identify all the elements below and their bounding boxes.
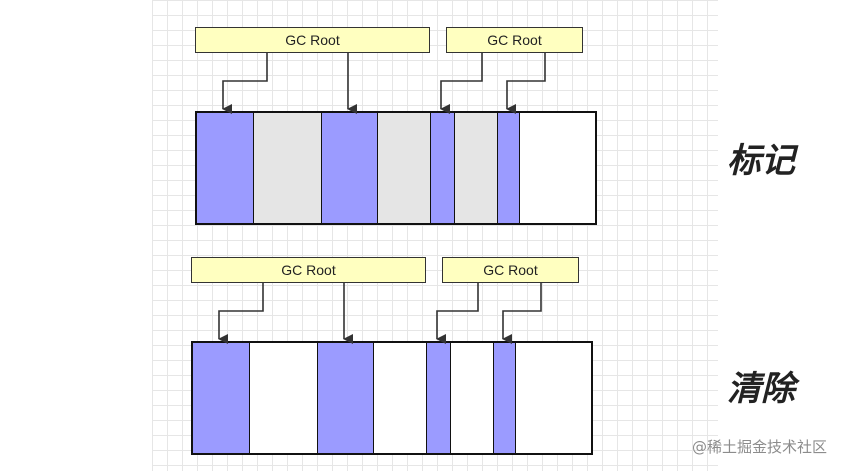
heap-cell-free: [520, 113, 595, 223]
heap-cell-live: [322, 113, 378, 223]
gc-root-label: GC Root: [281, 262, 336, 278]
heap-memory-bar: [191, 341, 593, 455]
heap-cell-free: [250, 343, 318, 453]
heap-cell-free: [451, 343, 494, 453]
gc-root-label: GC Root: [483, 262, 538, 278]
heap-memory-bar: [195, 111, 597, 225]
heap-cell-dead: [254, 113, 322, 223]
heap-cell-live: [427, 343, 451, 453]
stage-label: 清除: [727, 369, 795, 409]
gc-root-box: GC Root: [195, 27, 430, 53]
gc-root-label: GC Root: [487, 32, 542, 48]
heap-cell-free: [516, 343, 591, 453]
gc-root-box: GC Root: [442, 257, 579, 283]
heap-cell-live: [318, 343, 374, 453]
heap-cell-free: [374, 343, 427, 453]
heap-cell-live: [197, 113, 254, 223]
watermark: @稀土掘金技术社区: [691, 438, 827, 456]
stage-label: 标记: [727, 141, 795, 181]
heap-cell-live: [498, 113, 520, 223]
gc-root-box: GC Root: [191, 257, 426, 283]
heap-cell-live: [431, 113, 455, 223]
heap-cell-live: [494, 343, 516, 453]
gc-root-box: GC Root: [446, 27, 583, 53]
heap-cell-dead: [455, 113, 498, 223]
heap-cell-dead: [378, 113, 431, 223]
gc-root-label: GC Root: [285, 32, 340, 48]
heap-cell-live: [193, 343, 250, 453]
